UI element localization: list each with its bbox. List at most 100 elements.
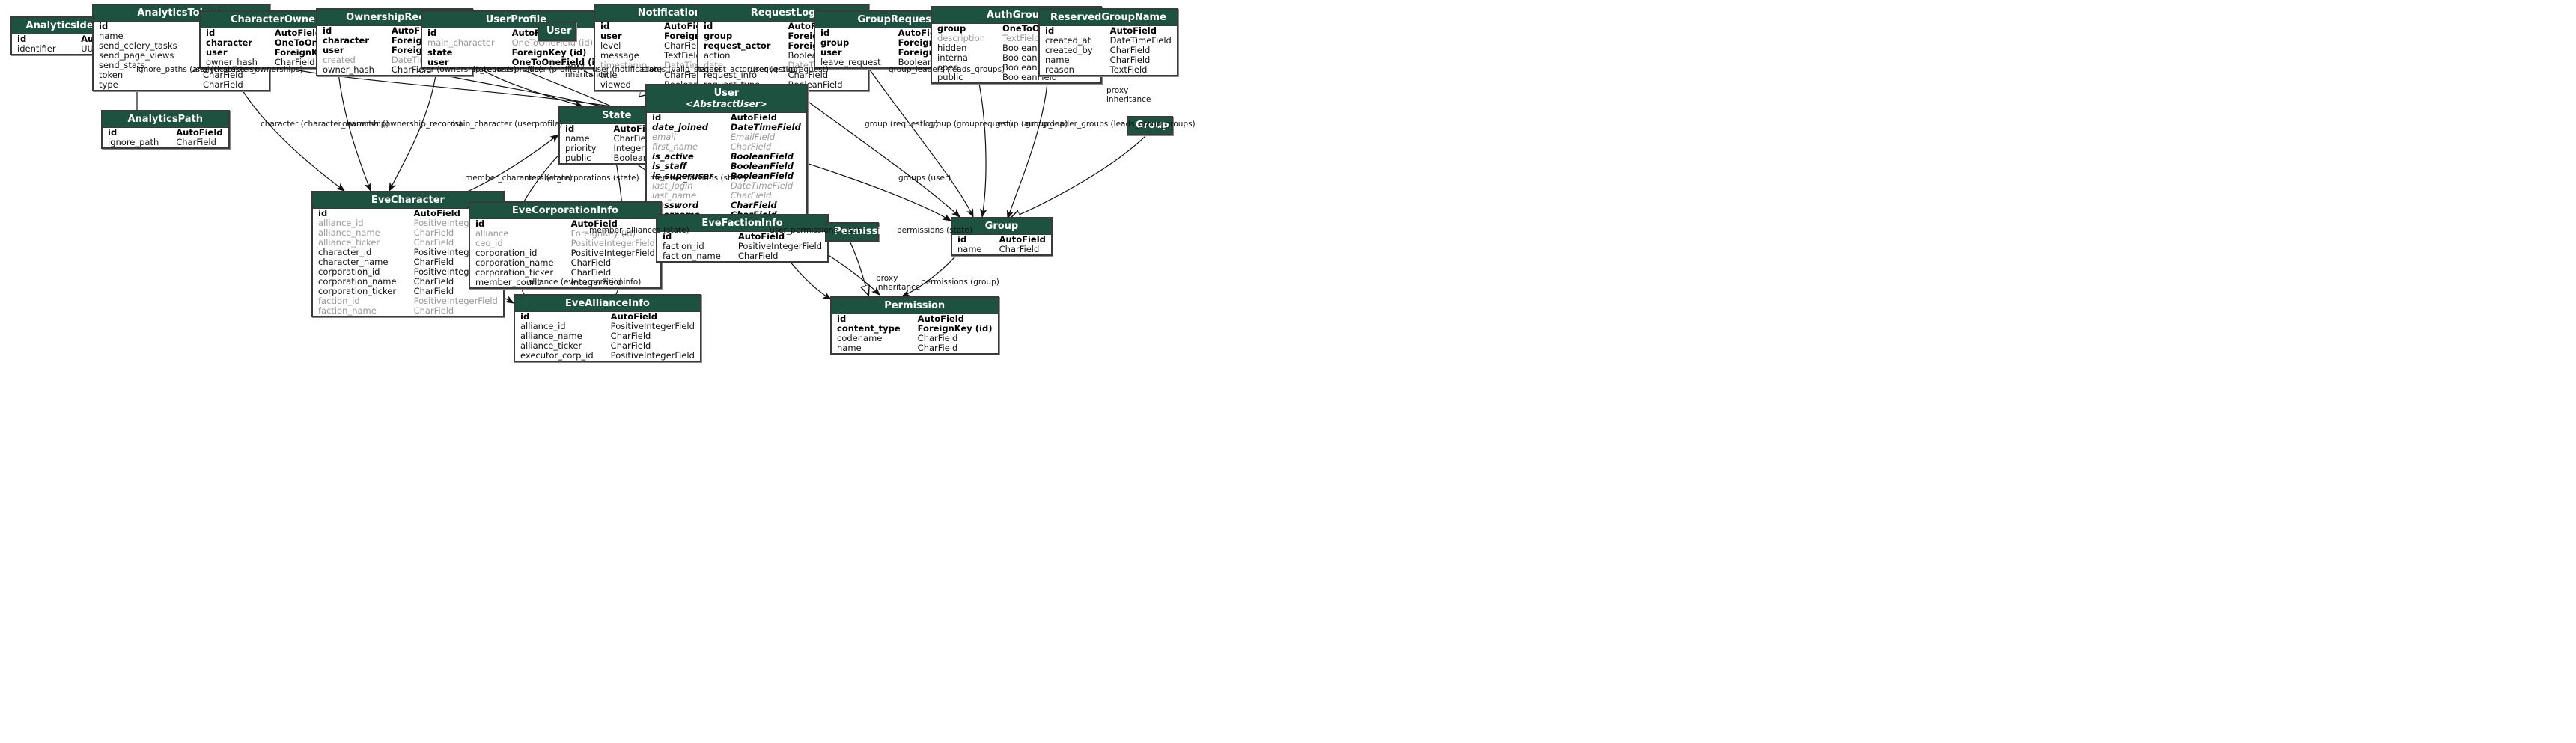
field-name: level — [600, 40, 621, 51]
field-name: id — [318, 208, 328, 218]
edge-label: group_leader_groups (leads_group_groups) — [1026, 120, 1196, 129]
field-type: DateTimeField — [730, 122, 801, 132]
field-name: id — [704, 21, 713, 31]
field-type: AutoField — [610, 311, 657, 322]
entity-title: Permission — [834, 226, 895, 237]
field-name: group — [820, 37, 850, 48]
edge-label: ignore_paths (analyticstokens) — [136, 65, 258, 74]
field-name: alliance_name — [318, 227, 380, 238]
entity-header: State — [560, 108, 674, 124]
entity-stub-group-stub[interactable]: Group — [1127, 116, 1173, 135]
field-type: CharField — [413, 286, 454, 296]
entity-header: Permission — [832, 298, 998, 314]
field-type: CharField — [730, 200, 777, 210]
entity-header: ReservedGroupName — [1040, 10, 1177, 26]
field-type: DateTimeField — [1109, 35, 1172, 46]
entity-title: CharacterOwnership — [230, 14, 344, 25]
entity-stub-permission-stub[interactable]: Permission — [825, 222, 895, 242]
field-name: request_actor — [704, 40, 771, 51]
field-name: faction_id — [663, 241, 704, 251]
field-name: content_type — [837, 323, 901, 334]
field-type: CharField — [917, 343, 958, 353]
field-name: date_joined — [652, 122, 709, 132]
field-name: name — [837, 343, 862, 353]
field-name: id — [837, 314, 847, 324]
entity-stub-user-stub[interactable]: User — [538, 22, 576, 41]
entity-title: EveCorporationInfo — [511, 205, 618, 216]
field-type: BooleanField — [730, 151, 794, 162]
entity-header: AnalyticsPath — [103, 111, 228, 128]
entity-header: EveFactionInfo — [657, 215, 828, 232]
field-type: CharField — [413, 237, 454, 248]
field-name: date — [704, 60, 723, 70]
edge-label: proxy inheritance — [563, 61, 608, 79]
field-type: CharField — [1109, 55, 1151, 65]
field-name: corporation_ticker — [475, 267, 554, 278]
field-type: EmailField — [730, 132, 776, 142]
field-name: character_id — [318, 247, 372, 257]
field-name: character — [323, 35, 369, 46]
edge-label: proxy inheritance — [876, 274, 921, 292]
field-name: hidden — [937, 43, 967, 53]
field-name: codename — [837, 333, 883, 343]
field-name: group — [937, 23, 966, 34]
field-name: id — [820, 28, 830, 38]
field-name: corporation_id — [475, 248, 538, 258]
field-name: token — [99, 70, 124, 80]
field-type: CharField — [570, 257, 612, 268]
field-name: alliance_id — [520, 321, 566, 331]
field-name: name — [1045, 55, 1070, 65]
field-name: alliance_ticker — [520, 340, 582, 351]
field-name: send_stats — [99, 60, 145, 70]
field-name: description — [937, 33, 985, 43]
entity-header: EveCorporationInfo — [470, 203, 660, 219]
field-name: created_at — [1045, 35, 1091, 46]
entity-header: EveCharacter — [313, 192, 503, 209]
edge-label: states (valid_states) — [642, 65, 722, 74]
field-type: CharField — [570, 267, 612, 278]
edge-label: user (grouprequest) — [750, 65, 829, 74]
edge-label: group_leaders (leads_groups) — [889, 65, 1005, 74]
field-name: executor_corp_id — [520, 350, 594, 361]
field-type: CharField — [413, 305, 454, 316]
entity-title: AuthGroup — [986, 10, 1047, 21]
field-name: user — [427, 57, 449, 67]
field-name: id — [1045, 25, 1055, 36]
entity-title: User — [546, 25, 572, 37]
field-name: id — [565, 123, 575, 134]
field-row: date_joined DateTimeField — [647, 123, 806, 132]
field-name: viewed — [600, 79, 631, 90]
edge-label: request_actor (requestlog) — [696, 65, 801, 74]
field-row: name CharField — [1040, 55, 1177, 65]
field-name: id — [600, 21, 610, 31]
field-name: member_count — [475, 277, 541, 287]
field-name: id — [475, 218, 485, 229]
